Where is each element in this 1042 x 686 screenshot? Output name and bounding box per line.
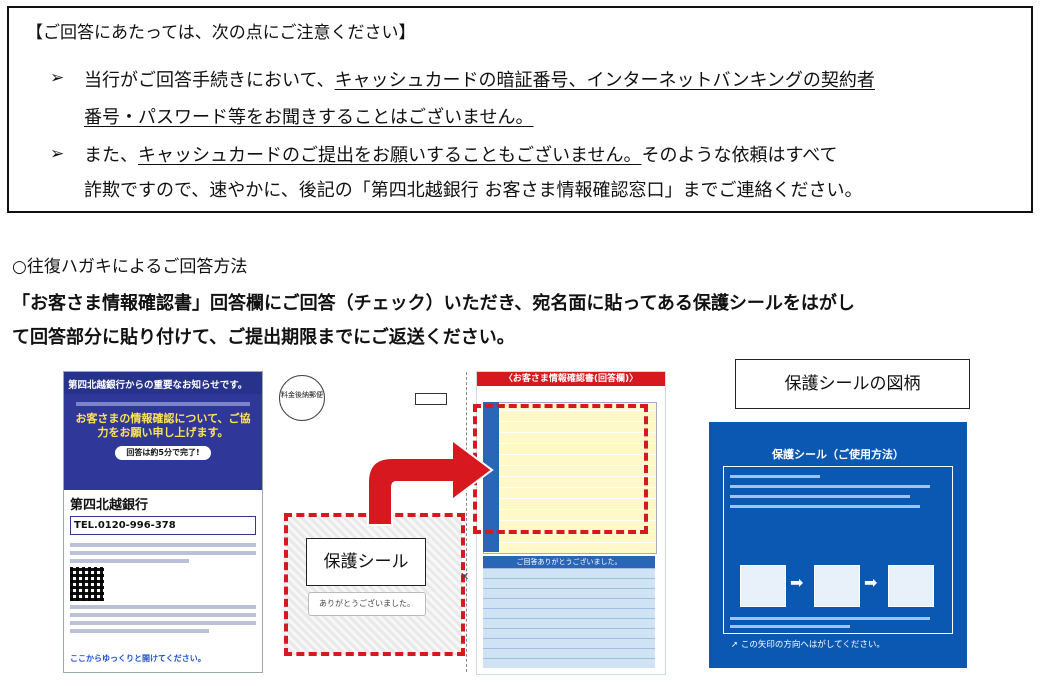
notice-item1-line2: 番号・パスワード等をお聞きすることはございません。 xyxy=(84,107,534,128)
protective-seal-label: 保護シール xyxy=(306,538,426,586)
postcard-box xyxy=(415,393,447,405)
notice-item2-line2: 詐欺ですので、速やかに、後記の「第四北越銀行 お客さま情報確認窓口」までご連絡く… xyxy=(84,180,863,201)
fold-line xyxy=(466,372,467,672)
step-arrow-icon: ➡ xyxy=(864,573,878,592)
form-bottom-table xyxy=(483,568,655,668)
notice-item2-line1: また、キャッシュカードのご提出をお願いすることもございません。そのような依頼はす… xyxy=(84,141,838,167)
form-bottom-header: ご回答ありがとうございました。 xyxy=(483,556,655,568)
notice-title: 【ご回答にあたっては、次の点にご注意ください】 xyxy=(26,23,416,43)
bullet-arrow-icon: ➢ xyxy=(50,144,65,164)
leaflet-bank-tel: TEL.0120-996-378 xyxy=(70,516,256,535)
seal-pattern-title: 保護シール（ご使用方法） xyxy=(772,448,904,461)
leaflet-bank-name: 第四北越銀行 xyxy=(70,498,149,513)
form-checklist xyxy=(483,402,657,554)
leaflet-pill: 回答は約5分で完了! xyxy=(115,446,211,460)
step1-icon xyxy=(740,565,786,607)
leaflet-header: 第四北越銀行からの重要なお知らせです。 xyxy=(68,380,248,391)
section-title: ○往復ハガキによるご回答方法 xyxy=(12,257,248,277)
qr-code-icon xyxy=(70,567,104,601)
step-arrow-icon: ➡ xyxy=(790,573,804,592)
form-header: 〈お客さま情報確認書(回答欄)〉 xyxy=(477,372,665,386)
notice-item1-text-a: 当行がご回答手続きにおいて、 xyxy=(84,70,335,91)
response-form-image: 〈お客さま情報確認書(回答欄)〉 ご回答ありがとうございました。 xyxy=(476,371,666,675)
leaflet-footer: ここからゆっくりと開けてください。 xyxy=(70,654,206,663)
step3-icon xyxy=(888,565,934,607)
instruction-line1: 「お客さま情報確認書」回答欄にご回答（チェック）いただき、宛名面に貼ってある保護… xyxy=(12,293,855,314)
step2-icon xyxy=(814,565,860,607)
notice-item1-text-b: キャッシュカードの暗証番号、インターネットバンキングの契約者 xyxy=(334,70,875,91)
seal-pattern-image: 保護シール（ご使用方法） ➡ ➡ ➚ この矢印の方向へはがしてください。 xyxy=(709,422,967,668)
notice-item2-text-a: また、 xyxy=(84,145,138,166)
seal-pattern-instructions: ➡ ➡ xyxy=(723,466,953,634)
seal-pattern-footer: ➚ この矢印の方向へはがしてください。 xyxy=(731,640,885,650)
notice-leaflet-image: 第四北越銀行からの重要なお知らせです。 お客さまの情報確認について、ご協力をお願… xyxy=(63,371,263,673)
notice-item2-text-b: キャッシュカードのご提出をお願いすることもございません。 xyxy=(138,145,642,166)
notice-item1-line1: 当行がご回答手続きにおいて、キャッシュカードの暗証番号、インターネットバンキング… xyxy=(84,66,875,92)
leaflet-headline: お客さまの情報確認について、ご協力をお願い申し上げます。 xyxy=(75,412,251,439)
seal-thanks-text: ありがとうございました。 xyxy=(308,592,426,616)
instruction-line2: て回答部分に貼り付けて、ご提出期限までにご返送ください。 xyxy=(12,327,515,348)
seal-pattern-label: 保護シールの図柄 xyxy=(735,359,970,409)
scissors-icon: ✕ xyxy=(460,570,470,583)
seal-pattern-footer-text: この矢印の方向へはがしてください。 xyxy=(740,640,885,650)
caution-notice-box xyxy=(7,6,1033,213)
bullet-arrow-icon: ➢ xyxy=(50,68,65,88)
form-side-band xyxy=(483,402,499,552)
notice-item2-text-c: そのような依頼はすべて xyxy=(641,145,838,166)
postage-stamp-icon: 料金後納郵便 xyxy=(279,375,325,421)
